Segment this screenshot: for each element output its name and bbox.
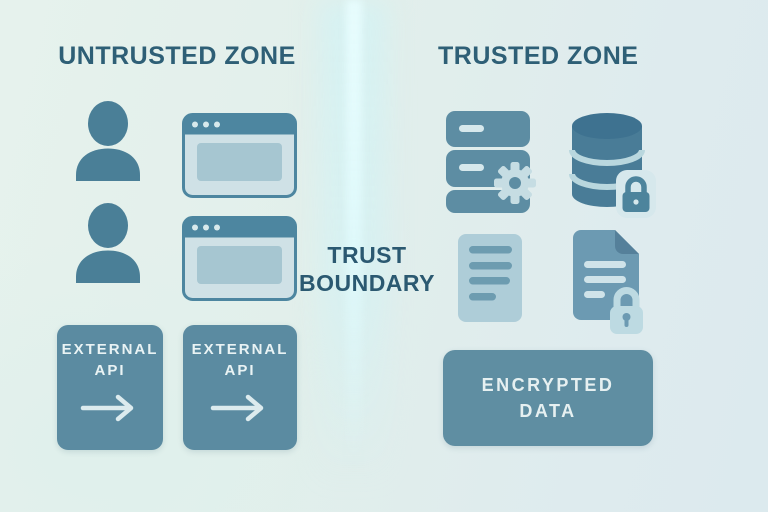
- user-icon: [74, 101, 142, 181]
- database-lock-icon: [564, 110, 658, 220]
- external-api-box: EXTERNAL API: [57, 325, 163, 450]
- trust-boundary-line1: TRUST: [327, 242, 407, 268]
- lock-icon: [610, 287, 643, 334]
- trust-boundary-label: TRUST BOUNDARY: [287, 241, 447, 297]
- external-api-label: API: [94, 362, 126, 379]
- browser-window-icon: [182, 113, 297, 198]
- external-api-label: EXTERNAL: [191, 341, 289, 358]
- trust-boundary-line2: BOUNDARY: [298, 270, 436, 296]
- trusted-zone-title: TRUSTED ZONE: [438, 42, 639, 70]
- document-lock-icon: [573, 230, 653, 338]
- lock-icon: [616, 170, 656, 218]
- encrypted-data-label: DATA: [519, 401, 577, 421]
- external-api-box: EXTERNAL API: [183, 325, 297, 450]
- encrypted-data-box: ENCRYPTED DATA: [443, 350, 653, 446]
- user-icon: [74, 203, 142, 283]
- external-api-label: API: [224, 362, 256, 379]
- untrusted-zone-title: UNTRUSTED ZONE: [58, 42, 296, 70]
- external-api-label: EXTERNAL: [61, 341, 159, 358]
- document-icon: [458, 234, 522, 322]
- encrypted-data-label: ENCRYPTED: [481, 375, 615, 395]
- arrow-right-icon: [210, 394, 264, 422]
- browser-window-icon: [182, 216, 297, 301]
- server-gear-icon: [446, 111, 540, 214]
- arrow-right-icon: [80, 394, 134, 422]
